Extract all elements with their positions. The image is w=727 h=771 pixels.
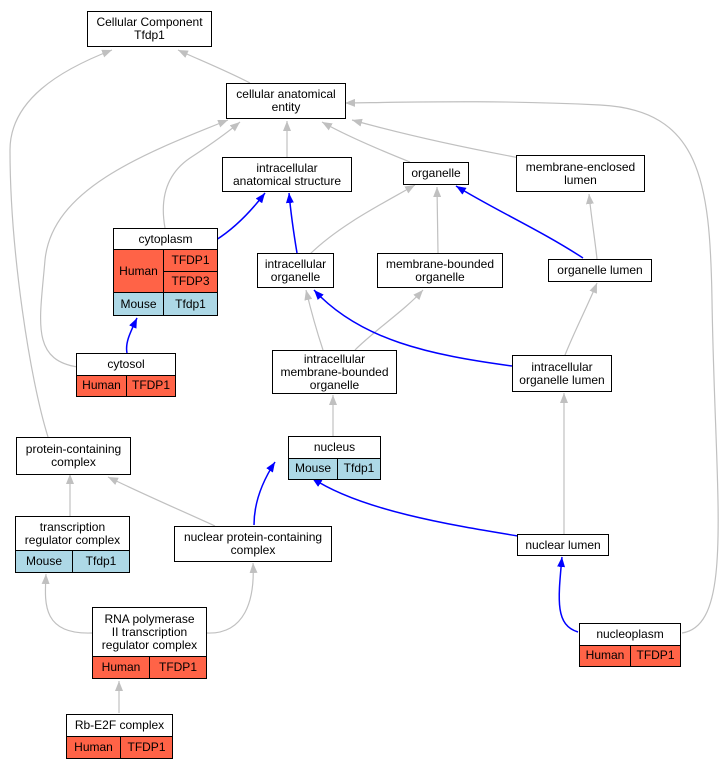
edge-cyto-to-ias (215, 192, 266, 241)
edge-npcc-to-pcc (107, 476, 216, 527)
cytoplasm-species-human: Human (114, 250, 163, 292)
edge-io-to-org (309, 184, 416, 255)
edge-imbo-to-io (304, 289, 324, 351)
trc-gene-mouse: Tfdp1 (73, 551, 129, 572)
rb-species-human: Human (67, 737, 120, 758)
nucleoplasm-species-human: Human (580, 645, 630, 666)
nucleoplasm-title: nucleoplasm (580, 624, 680, 645)
node-cellular-component[interactable]: Cellular Component Tfdp1 (87, 11, 212, 47)
edge-iol-to-ol (564, 282, 598, 356)
node-nuclear-protein-containing-complex[interactable]: nuclear protein-containing complex (174, 526, 332, 562)
node-protein-containing-complex[interactable]: protein-containing complex (16, 437, 131, 475)
edge-nl-to-nucleus (311, 477, 519, 537)
edge-cae-to-cc (177, 49, 251, 84)
cytosol-species-human: Human (77, 375, 126, 396)
node-nuclear-lumen[interactable]: nuclear lumen (517, 534, 609, 556)
edge-nucleoplasm-to-cae (344, 98, 719, 634)
node-nucleoplasm[interactable]: nucleoplasm Human TFDP1 (579, 623, 681, 667)
node-cytoplasm[interactable]: cytoplasm Human TFDP1 TFDP3 Mouse Tfdp1 (113, 228, 218, 316)
node-intracellular-organelle-lumen[interactable]: intracellular organelle lumen (512, 355, 612, 392)
node-membrane-bounded-organelle[interactable]: membrane-bounded organelle (377, 253, 503, 288)
edge-org-to-cae (321, 121, 411, 163)
node-rb-e2f-complex[interactable]: Rb-E2F complex Human TFDP1 (66, 714, 173, 759)
cytosol-gene-human: TFDP1 (127, 375, 175, 396)
cytoplasm-title: cytoplasm (114, 229, 217, 249)
edge-mel-to-cae (351, 118, 521, 159)
cytoplasm-gene-tfdp1: TFDP1 (164, 250, 217, 271)
nucleoplasm-gene-human: TFDP1 (631, 645, 680, 666)
edge-iol-to-io (313, 289, 513, 367)
node-membrane-enclosed-lumen[interactable]: membrane-enclosed lumen (516, 155, 645, 192)
cytoplasm-gene-mouse: Tfdp1 (164, 293, 217, 315)
edge-io-to-ias (285, 192, 298, 254)
edge-cytosol-to-cae (39, 119, 229, 368)
node-rna-polymerase-ii-complex[interactable]: RNA polymerase II transcription regulato… (92, 607, 207, 679)
node-transcription-regulator-complex[interactable]: transcription regulator complex Mouse Tf… (15, 516, 130, 573)
edge-pcc-to-cc (9, 49, 113, 438)
rb-title: Rb-E2F complex (67, 715, 172, 736)
rb-gene-human: TFDP1 (121, 737, 172, 758)
node-intracellular-organelle[interactable]: intracellular organelle (257, 253, 334, 288)
rna-gene-human: TFDP1 (150, 657, 206, 678)
trc-title: transcription regulator complex (16, 517, 129, 550)
rna-species-human: Human (93, 657, 149, 678)
node-cytosol[interactable]: cytosol Human TFDP1 (76, 353, 176, 397)
edge-npcc-to-nucleus (253, 461, 276, 526)
node-organelle-lumen[interactable]: organelle lumen (548, 259, 652, 282)
edge-nucleoplasm-to-nl (557, 556, 579, 633)
rna-title: RNA polymerase II transcription regulato… (93, 608, 206, 656)
cytoplasm-species-mouse: Mouse (114, 293, 163, 315)
node-intracellular-membrane-bounded-organelle[interactable]: intracellular membrane-bounded organelle (272, 350, 397, 394)
nucleus-gene-mouse: Tfdp1 (338, 458, 380, 479)
edge-rna-to-trc (41, 573, 93, 634)
nucleus-species-mouse: Mouse (289, 458, 337, 479)
edge-mbo-to-org (433, 186, 442, 254)
nucleus-title: nucleus (289, 437, 380, 458)
edge-cyto-to-cae (162, 121, 241, 229)
node-intracellular-anatomical-structure[interactable]: intracellular anatomical structure (222, 157, 352, 192)
edge-ol-to-org (455, 185, 584, 259)
node-nucleus[interactable]: nucleus Mouse Tfdp1 (288, 436, 381, 480)
edge-rna-to-npcc (205, 562, 258, 634)
cytosol-title: cytosol (77, 354, 175, 375)
edge-ol-to-mel (585, 193, 598, 260)
node-organelle[interactable]: organelle (403, 162, 469, 185)
node-cellular-anatomical-entity[interactable]: cellular anatomical entity (226, 83, 346, 119)
edge-cytosol-to-cyto (125, 317, 138, 354)
trc-species-mouse: Mouse (16, 551, 72, 572)
edge-imbo-to-mbo (354, 289, 424, 351)
cytoplasm-gene-tfdp3: TFDP3 (164, 271, 217, 292)
